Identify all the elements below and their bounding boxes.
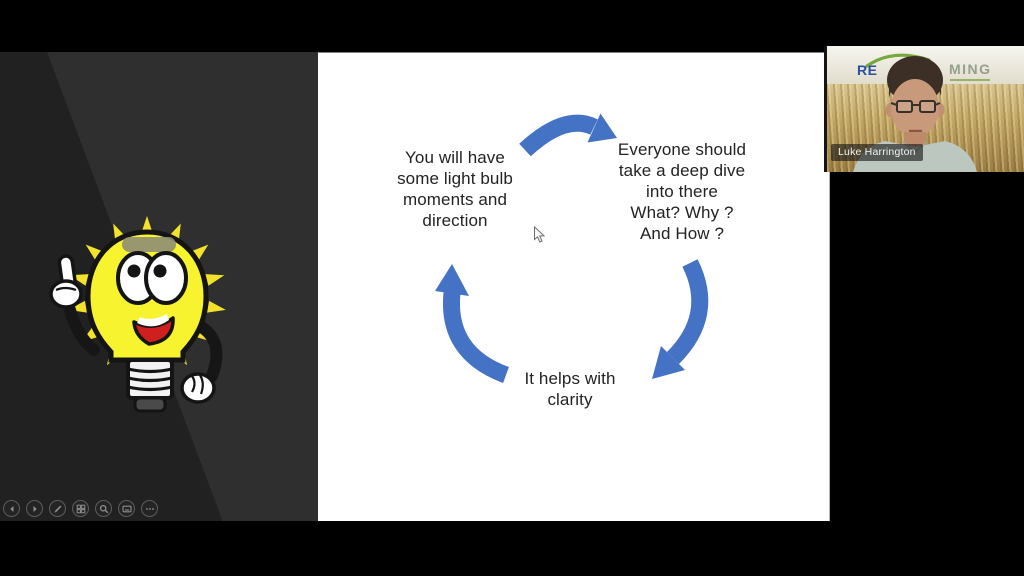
cartoon-eyes [116, 251, 188, 305]
letterbox-top [0, 0, 1024, 52]
cartoon-mouth [132, 314, 175, 346]
subtitles-button[interactable] [118, 500, 135, 517]
cycle-diagram-arrows [435, 113, 709, 383]
cycle-arrow-right [652, 259, 709, 379]
see-all-slides-button[interactable] [72, 500, 89, 517]
more-options-button[interactable] [141, 500, 158, 517]
previous-slide-button[interactable] [3, 500, 20, 517]
pointing-glove-hand [49, 254, 83, 309]
bulb-top-shading [122, 237, 176, 252]
zoom-slide-button[interactable] [95, 500, 112, 517]
left-arm [64, 304, 100, 356]
ellipsis-icon [145, 507, 154, 510]
presentation-side-panel [0, 52, 318, 521]
letterbox-bottom [0, 521, 1024, 576]
cycle-arrow-left [435, 264, 510, 383]
logo-tagline-bar [950, 79, 990, 81]
right-caret-icon [33, 505, 37, 512]
webcam-tile[interactable]: RE MING Luke Harrington [824, 46, 1024, 172]
logo-text-re: RE [857, 62, 878, 78]
left-caret-icon [9, 505, 13, 512]
bulb-screw-base [126, 358, 174, 413]
glasses [890, 100, 941, 113]
next-slide-button[interactable] [26, 500, 43, 517]
slide-text-deep-dive: Everyone should take a deep dive into th… [617, 140, 747, 243]
lightbulb-character-illustration [49, 216, 226, 413]
presentation-slide: You will have some light bulb moments an… [318, 52, 830, 521]
right-arm [194, 320, 223, 382]
pen-annotate-button[interactable] [49, 500, 66, 517]
cycle-arrow-top [519, 113, 617, 157]
pen-icon [54, 505, 61, 513]
presenter-toolbar [3, 500, 158, 517]
mouse-cursor [534, 226, 545, 243]
slide-text-clarity: It helps with clarity [524, 369, 616, 409]
fist-glove-hand [180, 372, 216, 404]
participant-name-label: Luke Harrington [831, 144, 923, 161]
magnifier-icon [99, 504, 108, 513]
logo-text-ming: MING [949, 61, 992, 77]
grid-icon [76, 504, 85, 513]
slide-text-light-bulb-moments: You will have some light bulb moments an… [397, 148, 513, 230]
subtitles-icon [121, 505, 132, 512]
